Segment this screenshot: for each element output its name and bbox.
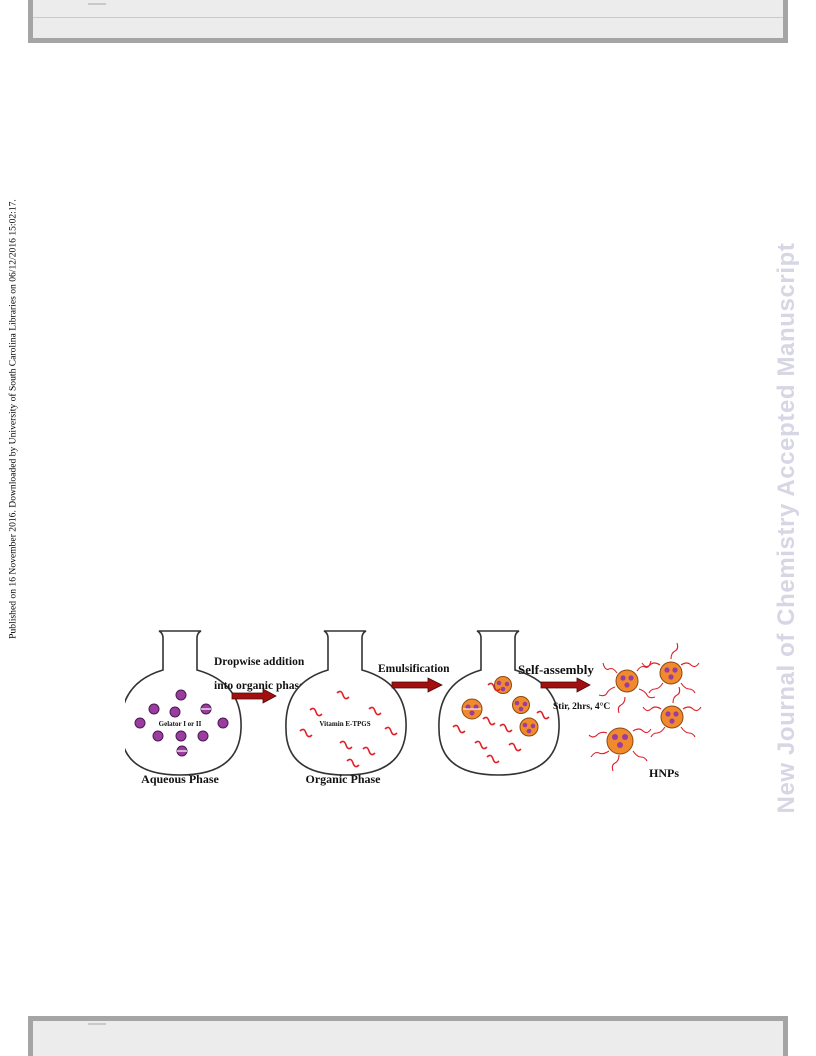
step1-label-line1: Dropwise addition — [214, 656, 305, 668]
emulsion-droplet — [512, 696, 530, 714]
flask-body-outline — [285, 630, 407, 776]
tpgs-chain — [346, 758, 360, 768]
aqueous-flask: Gelator I or II — [125, 630, 242, 776]
hnp-nanoparticles — [588, 642, 702, 772]
hnps-label: HNPs — [649, 766, 679, 780]
step1-label-line2: into organic phase — [214, 680, 304, 692]
tpgs-chain — [482, 716, 496, 726]
emulsion-droplets — [461, 676, 539, 737]
step2-label: Emulsification — [378, 663, 450, 675]
gelator-particle — [134, 717, 146, 729]
gelator-particle — [169, 706, 181, 718]
gelator-particle — [175, 730, 187, 742]
tpgs-chain — [384, 726, 398, 736]
page-footer-bar — [28, 1016, 788, 1056]
tpgs-chain — [309, 707, 323, 717]
gelator-particle — [175, 689, 187, 701]
watermark-text: New Journal of Chemistry Accepted Manusc… — [773, 242, 800, 814]
step-arrow-1 — [231, 688, 277, 704]
tpgs-chain — [536, 710, 550, 720]
header-tick — [88, 3, 106, 5]
emulsion-droplet — [461, 698, 483, 720]
tpgs-chain — [362, 746, 376, 756]
step3-condition-label: Stir, 2hrs, 4°C — [553, 701, 610, 712]
tpgs-chain — [474, 740, 488, 750]
tpgs-chain — [486, 754, 500, 764]
hnp-particle — [598, 660, 656, 714]
tpgs-chain — [487, 682, 501, 692]
emulsion-droplet — [519, 717, 539, 737]
gelator-particle — [152, 730, 164, 742]
tpgs-chain — [508, 742, 522, 752]
step-arrow-2 — [391, 677, 443, 693]
emulsion-chains — [452, 682, 550, 764]
hnp-particle — [642, 686, 702, 738]
hnp-particle — [641, 642, 700, 694]
nanoparticle-preparation-scheme: Gelator I or II Dropwise addition into o… — [125, 630, 702, 786]
tpgs-chain — [299, 728, 313, 738]
page-header-bar — [28, 0, 788, 43]
header-rule — [33, 17, 783, 18]
gelator-particle — [148, 703, 160, 715]
tpgs-chain — [499, 723, 513, 733]
tpgs-chain — [368, 706, 382, 716]
gelator-particles — [134, 689, 229, 757]
organic-flask: Vitamin E-TPGS — [285, 630, 407, 776]
tpgs-chains — [299, 690, 398, 768]
publication-notice-text: Published on 16 November 2016. Downloade… — [7, 199, 19, 639]
organic-content-label: Vitamin E-TPGS — [319, 720, 370, 728]
aqueous-content-label: Gelator I or II — [159, 720, 202, 728]
hnp-particle — [588, 727, 652, 772]
tpgs-chain — [339, 740, 353, 750]
flask-body-outline — [438, 630, 560, 776]
emulsion-flask — [438, 630, 560, 776]
gelator-particle — [197, 730, 209, 742]
aqueous-phase-label: Aqueous Phase — [141, 772, 219, 786]
organic-phase-label: Organic Phase — [306, 772, 382, 786]
publication-notice: Published on 16 November 2016. Downloade… — [4, 176, 22, 662]
tpgs-chain — [336, 690, 350, 700]
gelator-particle — [217, 717, 229, 729]
footer-tick — [88, 1023, 106, 1025]
manuscript-watermark: New Journal of Chemistry Accepted Manusc… — [768, 178, 806, 878]
tpgs-chain — [452, 724, 466, 734]
step3-label: Self-assembly — [518, 662, 594, 677]
step-arrow-3 — [540, 677, 591, 693]
